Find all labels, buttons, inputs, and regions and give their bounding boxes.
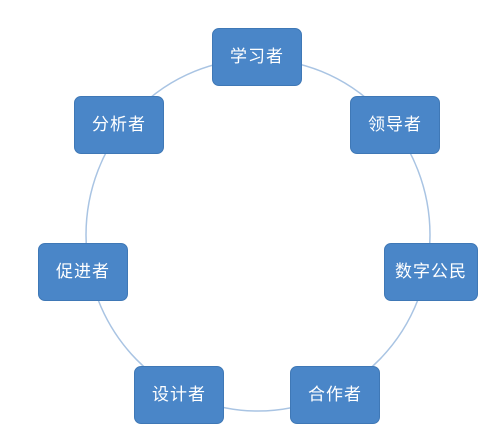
node-collaborator: 合作者: [290, 366, 380, 424]
node-leader-label: 领导者: [368, 114, 422, 135]
node-learner-label: 学习者: [230, 46, 284, 67]
node-digital-citizen-label: 数字公民: [395, 261, 467, 282]
node-designer: 设计者: [134, 366, 224, 424]
node-learner: 学习者: [212, 28, 302, 86]
node-facilitator-label: 促进者: [56, 261, 110, 282]
node-collaborator-label: 合作者: [308, 384, 362, 405]
node-designer-label: 设计者: [152, 384, 206, 405]
node-analyst-label: 分析者: [92, 114, 146, 135]
node-digital-citizen: 数字公民: [384, 243, 478, 301]
node-leader: 领导者: [350, 96, 440, 154]
node-facilitator: 促进者: [38, 243, 128, 301]
node-analyst: 分析者: [74, 96, 164, 154]
